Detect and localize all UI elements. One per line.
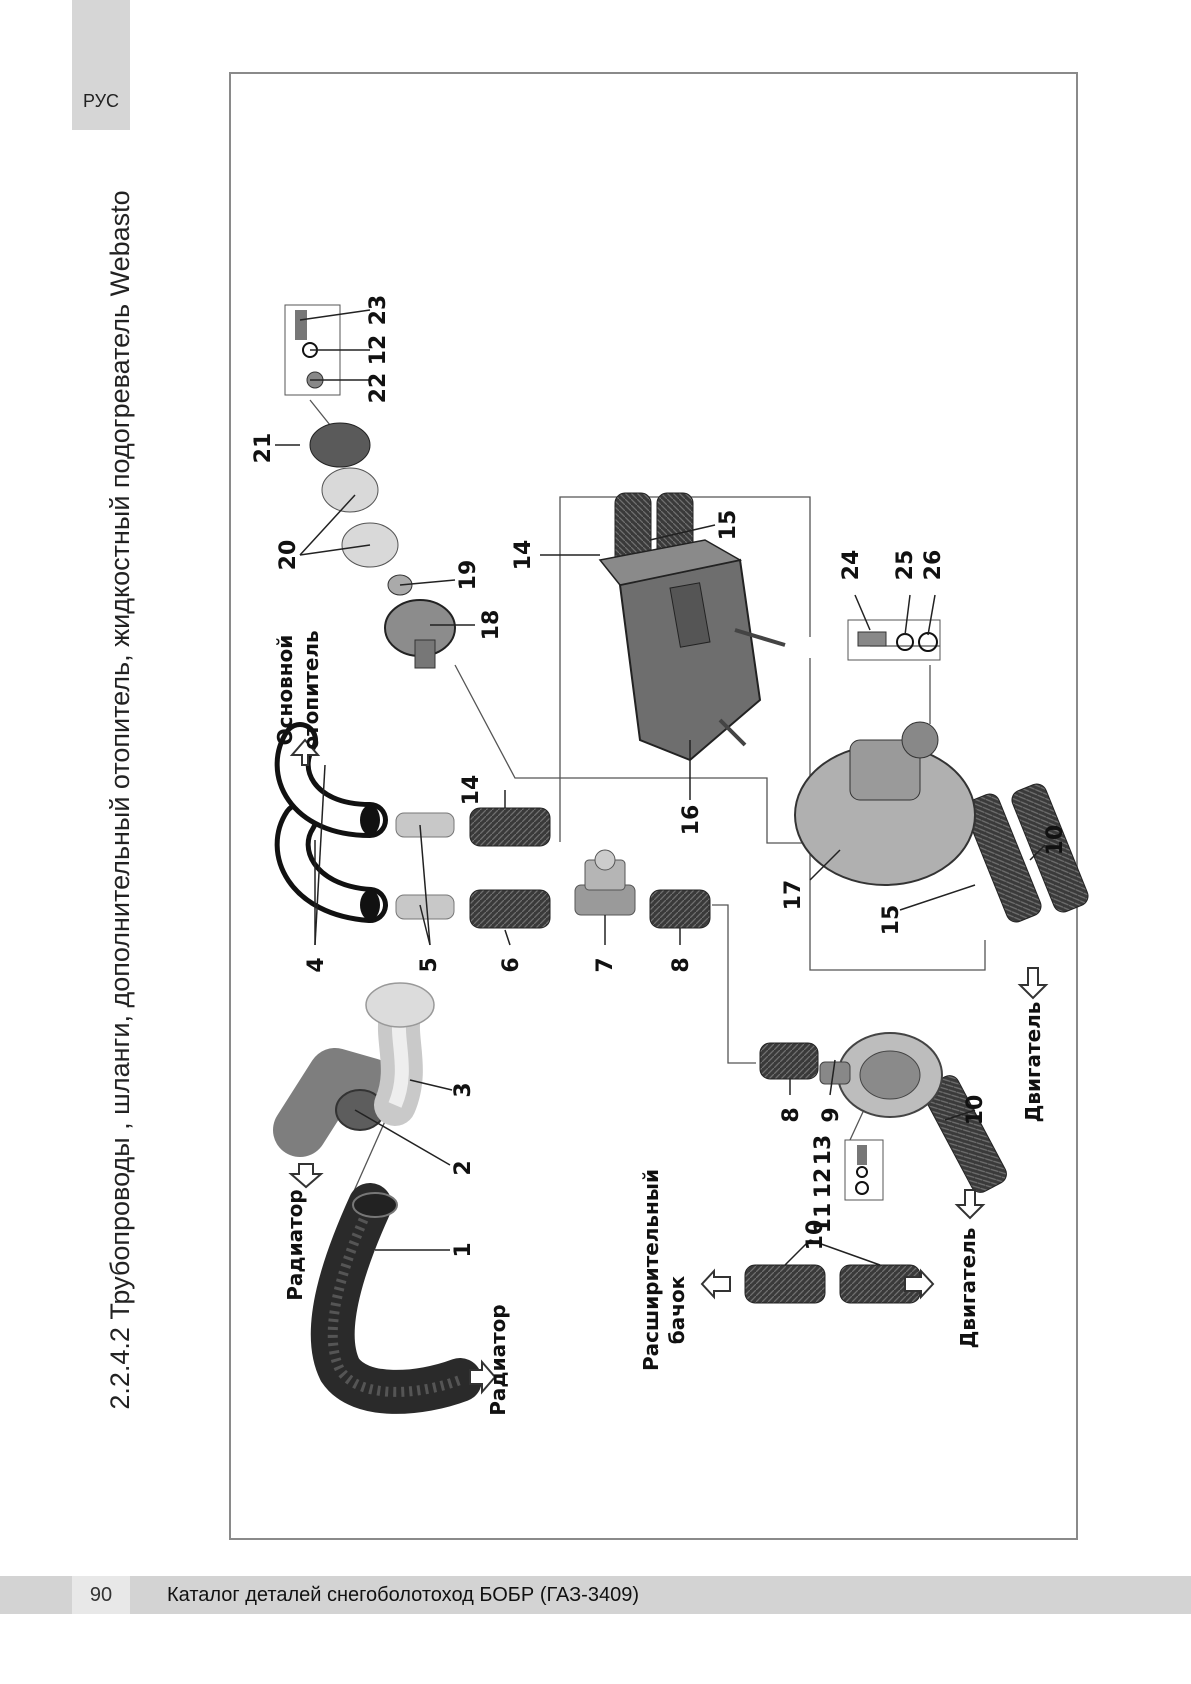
hose-15-bottom: [964, 793, 1042, 923]
part-number-26: 26: [921, 550, 946, 581]
label-radiator-top: Радиатор: [283, 1189, 307, 1300]
hose-14-top: [469, 807, 551, 847]
part-number-14-heater: 14: [511, 540, 536, 571]
fastener-group-24-26: [847, 619, 941, 661]
part-number-16: 16: [679, 805, 704, 836]
footer-text: Каталог деталей снегоболотоход БОБР (ГАЗ…: [167, 1584, 639, 1606]
arrow-tank: [700, 1268, 731, 1300]
webasto-heater-17: [794, 721, 976, 886]
part-number-22: 22: [366, 373, 391, 404]
expansion-tank-9: [819, 1032, 943, 1118]
leader-lines: [275, 309, 1046, 1266]
label-engine-top: Двигатель: [1021, 1002, 1045, 1123]
hose-10-bottom: [1011, 783, 1089, 913]
part-number-24: 24: [839, 550, 864, 581]
heater-16: [598, 539, 786, 762]
label-engine-bottom: Двигатель: [956, 1228, 980, 1349]
language-label: РУС: [82, 91, 120, 111]
arrow-radiator-top: [288, 1163, 324, 1189]
part-number-15-bottom: 15: [879, 905, 904, 936]
part-number-10-bottom: 10: [1043, 825, 1068, 856]
arrow-engine-bottom: [954, 1189, 986, 1220]
part-number-20: 20: [276, 540, 301, 571]
part-number-7: 7: [593, 957, 618, 972]
tap-7: [574, 849, 636, 916]
label-expansion-tank-line1: Расширительный: [639, 1169, 663, 1371]
diagram-frame: [229, 72, 1078, 1540]
part-number-8-bottom: 8: [779, 1107, 804, 1122]
arrow-main-heater: [289, 738, 321, 766]
part-numbers: 1 2 3 4 5 6 7 8 8 9 10 10 11 12 13 14 14…: [251, 295, 1068, 1258]
part-number-19: 19: [456, 560, 481, 591]
part-number-17: 17: [781, 880, 806, 911]
part-number-6: 6: [499, 957, 524, 972]
part-number-13: 13: [811, 1135, 836, 1166]
part-number-11: 11: [811, 1203, 836, 1234]
hose-10-left: [744, 1264, 826, 1304]
hoses-4: [274, 722, 388, 923]
part-number-8-top: 8: [669, 957, 694, 972]
hose-8-top: [649, 889, 711, 929]
arrow-radiator-bottom: [469, 1359, 497, 1395]
label-radiator-bottom: Радиатор: [486, 1304, 510, 1415]
part-number-5: 5: [417, 957, 442, 972]
part-number-2: 2: [451, 1160, 476, 1175]
part-number-25: 25: [893, 550, 918, 581]
elbow-pipe-2: [273, 1048, 397, 1157]
page-number: 90: [89, 1584, 113, 1606]
part-number-18: 18: [479, 610, 504, 641]
label-main-heater-line2: отопитель: [299, 630, 323, 749]
label-main-heater-line1: Основной: [273, 635, 297, 746]
hose-3: [365, 982, 435, 1126]
part-number-14-top: 14: [459, 775, 484, 806]
part-number-10-left: 10: [803, 1220, 828, 1251]
arrow-engine-top: [1017, 967, 1049, 1000]
part-number-23: 23: [366, 295, 391, 326]
fastener-group-11-13: [844, 1139, 884, 1201]
part-number-3: 3: [451, 1082, 476, 1097]
label-expansion-tank-line2: бачок: [665, 1275, 689, 1344]
radiator-hose-1: [310, 1183, 482, 1414]
part-number-12-bottom: 12: [811, 1168, 836, 1199]
part-number-9: 9: [819, 1107, 844, 1122]
footer-bar: [0, 1576, 1191, 1614]
arrow-engine-tank: [904, 1268, 935, 1300]
part-number-12-top: 12: [366, 335, 391, 366]
hose-8-bottom: [759, 1042, 819, 1080]
page-number-box: 90: [72, 1576, 130, 1614]
callout-labels: Радиатор Радиатор Основной отопитель Дви…: [273, 630, 1045, 1415]
part-number-4: 4: [304, 957, 329, 972]
hose-6: [469, 889, 551, 929]
tubes-5: [395, 812, 455, 920]
flow-arrows: [288, 738, 1049, 1395]
part-number-10-tank: 10: [963, 1095, 988, 1126]
part-number-1: 1: [451, 1242, 476, 1257]
part-number-21: 21: [251, 433, 276, 464]
part-number-15-heater: 15: [716, 510, 741, 541]
language-tab: РУС: [72, 0, 130, 130]
